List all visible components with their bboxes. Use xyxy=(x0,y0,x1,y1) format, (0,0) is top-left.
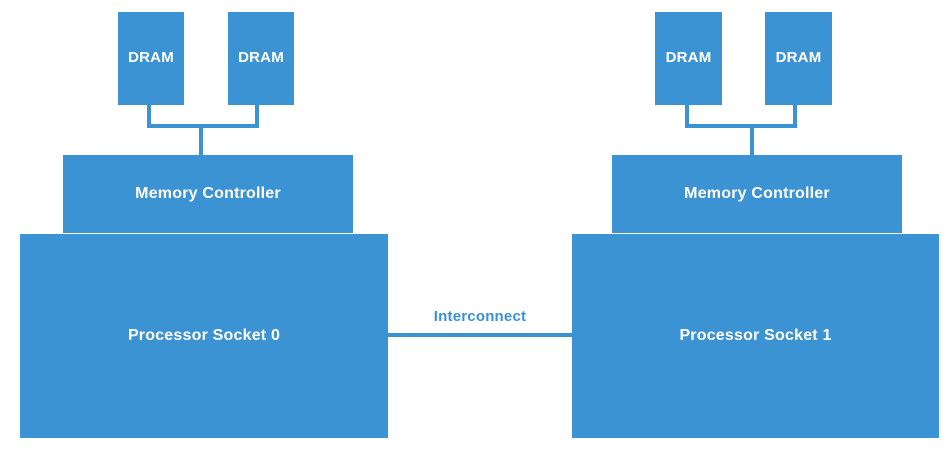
processor-socket-label: Processor Socket 0 xyxy=(127,327,281,345)
dram-block-label: DRAM xyxy=(238,49,284,67)
connector-bus-to-memory-controller-1 xyxy=(750,124,754,156)
processor-socket-0[interactable]: Processor Socket 0 xyxy=(20,234,388,438)
connector-dram-bus-1 xyxy=(685,124,797,128)
memory-controller-label: Memory Controller xyxy=(135,185,281,203)
memory-controller-0[interactable]: Memory Controller xyxy=(63,155,353,233)
connector-dram-1-0-drop xyxy=(685,105,689,128)
processor-socket-1[interactable]: Processor Socket 1 xyxy=(572,234,939,438)
dram-block-label: DRAM xyxy=(665,49,712,67)
connector-dram-0-1-drop xyxy=(255,105,259,128)
dram-block-0-1[interactable]: DRAM xyxy=(228,12,294,105)
interconnect-label: Interconnect xyxy=(433,308,527,325)
dram-block-label: DRAM xyxy=(775,49,822,67)
dram-block-label: DRAM xyxy=(128,49,174,67)
connector-bus-to-memory-controller-0 xyxy=(199,124,203,156)
dram-block-1-0[interactable]: DRAM xyxy=(655,12,722,105)
connector-dram-bus-0 xyxy=(147,124,259,128)
dram-block-0-0[interactable]: DRAM xyxy=(118,12,184,105)
processor-socket-label: Processor Socket 1 xyxy=(679,327,832,345)
connector-dram-1-1-drop xyxy=(793,105,797,128)
memory-controller-label: Memory Controller xyxy=(684,185,830,203)
connector-dram-0-0-drop xyxy=(147,105,151,128)
interconnect-line xyxy=(388,333,572,337)
memory-controller-1[interactable]: Memory Controller xyxy=(612,155,902,233)
dram-block-1-1[interactable]: DRAM xyxy=(765,12,832,105)
